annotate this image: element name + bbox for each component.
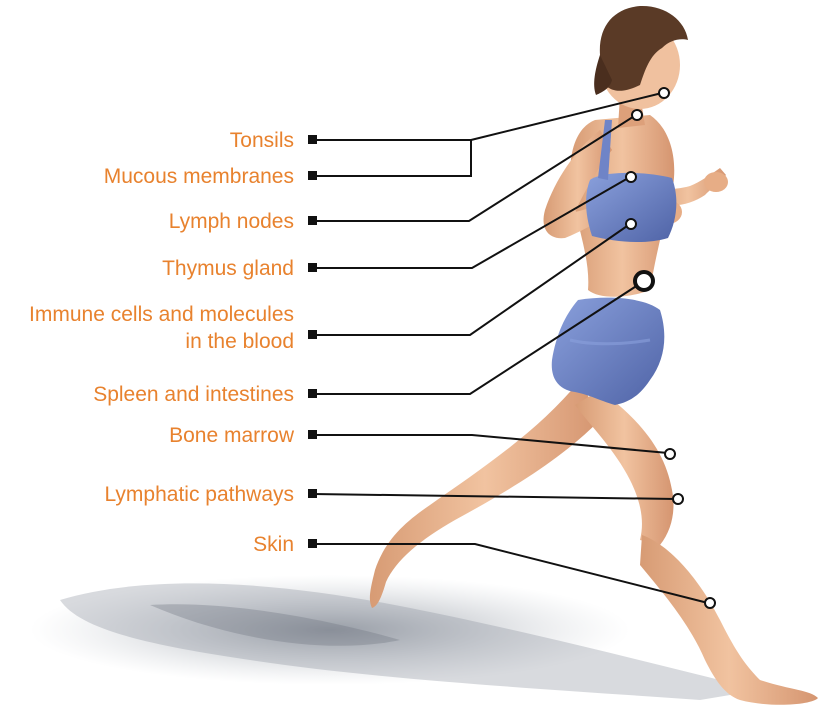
marker-square bbox=[308, 171, 317, 180]
label-skin: Skin bbox=[253, 532, 294, 557]
label-immune-cells: Immune cells and molecules in the blood bbox=[29, 301, 294, 355]
marker-square bbox=[308, 430, 317, 439]
marker-square bbox=[308, 216, 317, 225]
marker-square bbox=[308, 263, 317, 272]
point-lymph-nodes bbox=[632, 110, 642, 120]
label-thymus-gland: Thymus gland bbox=[162, 256, 294, 281]
marker-square bbox=[308, 539, 317, 548]
point-skin bbox=[705, 598, 715, 608]
label-immune-line2: in the blood bbox=[29, 328, 294, 355]
ground-shadow bbox=[30, 575, 760, 700]
point-tonsils bbox=[659, 88, 669, 98]
point-spleen bbox=[635, 272, 653, 290]
point-bone-marrow bbox=[665, 449, 675, 459]
point-lymphatic-pathways bbox=[673, 494, 683, 504]
label-spleen-intestines: Spleen and intestines bbox=[93, 382, 294, 407]
label-mucous-membranes: Mucous membranes bbox=[104, 164, 294, 189]
point-immune bbox=[626, 219, 636, 229]
leader-end-markers bbox=[308, 135, 317, 548]
marker-square bbox=[308, 330, 317, 339]
point-thymus bbox=[626, 172, 636, 182]
marker-square bbox=[308, 389, 317, 398]
label-lymphatic-pathways: Lymphatic pathways bbox=[105, 482, 294, 507]
marker-square bbox=[308, 135, 317, 144]
label-bone-marrow: Bone marrow bbox=[169, 423, 294, 448]
label-immune-line1: Immune cells and molecules bbox=[29, 303, 294, 326]
label-lymph-nodes: Lymph nodes bbox=[169, 209, 294, 234]
label-tonsils: Tonsils bbox=[230, 128, 294, 153]
marker-square bbox=[308, 489, 317, 498]
